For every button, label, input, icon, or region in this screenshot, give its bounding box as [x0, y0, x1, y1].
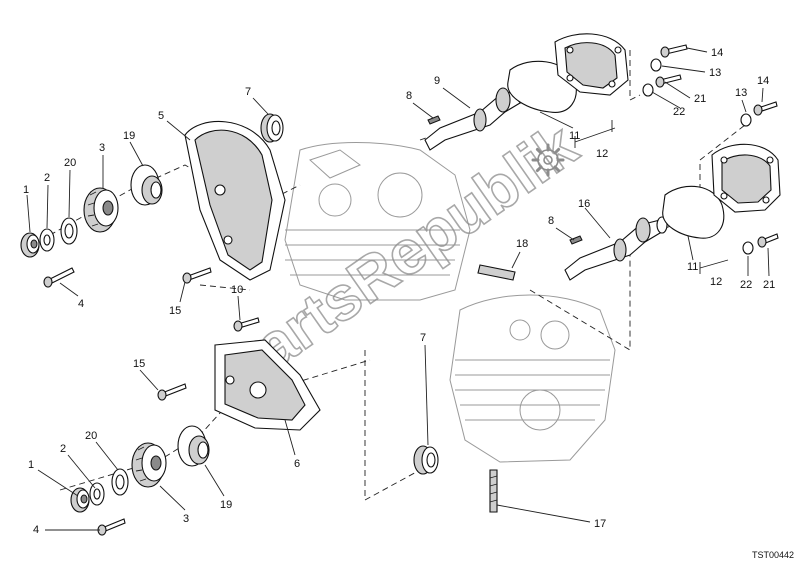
part-19-flange-lower [177, 425, 210, 467]
callout-18: 18 [516, 238, 528, 250]
part-12-cover-upper [554, 33, 629, 96]
callout-12: 12 [596, 148, 608, 160]
part-5-belt-cover-upper [184, 120, 286, 281]
callout-22: 22 [673, 106, 685, 118]
part-8-key-upper [427, 115, 441, 125]
part-4-bolt-lower [97, 518, 126, 536]
part-4-bolt-upper [43, 267, 75, 288]
part-2-washer-lower [89, 482, 105, 506]
callout-11: 11 [569, 130, 580, 142]
part-19-flange-upper [130, 164, 163, 206]
callout-13-lower: 13 [735, 87, 747, 99]
part-20-ring-lower [111, 468, 129, 496]
callout-5: 5 [158, 110, 164, 122]
watermark-gear-icon [531, 143, 565, 177]
part-14-bolt-lower [753, 101, 778, 116]
part-16-camshaft-lower [564, 216, 668, 281]
part-6-belt-cover-lower [214, 339, 321, 431]
part-13-washer-upper [650, 58, 662, 72]
part-21-bolt-lower [757, 233, 779, 248]
callout-2: 2 [44, 172, 50, 184]
callout-1: 1 [23, 184, 29, 196]
callout-3: 3 [99, 142, 105, 154]
callout-7-lower: 7 [420, 332, 426, 344]
callout-19-lower: 19 [220, 499, 232, 511]
part-18-dowel [477, 264, 516, 281]
callout-4-lower: 4 [33, 524, 39, 536]
callout-9: 9 [434, 75, 440, 87]
part-7-seal-lower [413, 445, 439, 475]
callout-17: 17 [594, 518, 606, 530]
part-22-washer-lower [742, 241, 754, 255]
part-15-bolt-upper [182, 267, 212, 284]
callout-2-lower: 2 [60, 443, 66, 455]
callout-16: 16 [578, 198, 590, 210]
part-21-bolt-upper [655, 74, 682, 88]
part-13-washer-lower [740, 113, 752, 127]
callout-14-lower: 14 [757, 75, 769, 87]
part-3-pulley-lower [131, 442, 167, 488]
callout-3-lower: 3 [183, 513, 189, 525]
lower-cylinder-head-ghost [449, 294, 616, 463]
part-2-washer-upper [39, 228, 55, 252]
callout-8: 8 [406, 90, 412, 102]
callout-4: 4 [78, 298, 84, 310]
callout-21-lower: 21 [763, 279, 775, 291]
part-8-key-lower [569, 235, 583, 245]
callout-11-lower: 11 [687, 261, 698, 273]
callout-7: 7 [245, 86, 251, 98]
part-1-nut-upper [20, 232, 40, 258]
leader-lines [26, 47, 770, 531]
figure-code: TST00442 [752, 550, 794, 560]
callout-8-lower: 8 [548, 215, 554, 227]
upper-cylinder-head-ghost [284, 142, 471, 301]
callout-1-lower: 1 [28, 459, 34, 471]
callout-13: 13 [709, 67, 721, 79]
part-3-pulley-upper [83, 187, 119, 233]
callout-6: 6 [294, 458, 300, 470]
callout-20-lower: 20 [85, 430, 97, 442]
part-7-seal-upper [260, 113, 284, 143]
callout-labels: 1 2 20 3 19 5 7 4 15 10 6 15 1 2 20 3 19… [23, 47, 775, 536]
part-12-cover-lower [711, 143, 781, 213]
part-14-bolt-upper [660, 44, 688, 58]
part-20-ring-upper [60, 217, 78, 245]
callout-12-lower: 12 [710, 276, 722, 288]
callout-19: 19 [123, 130, 135, 142]
callout-15: 15 [169, 305, 181, 317]
part-15-bolt-lower [157, 383, 187, 401]
callout-14: 14 [711, 47, 723, 59]
callout-22-lower: 22 [740, 279, 752, 291]
callout-20: 20 [64, 157, 76, 169]
part-22-washer-upper [642, 83, 654, 97]
part-1-nut-lower [70, 487, 90, 513]
callout-21: 21 [694, 93, 706, 105]
callout-10: 10 [231, 284, 243, 296]
part-10-bolt [233, 317, 260, 332]
part-11-gasket-lower [662, 185, 725, 239]
callout-15-lower: 15 [133, 358, 145, 370]
part-17-stud [489, 469, 498, 513]
